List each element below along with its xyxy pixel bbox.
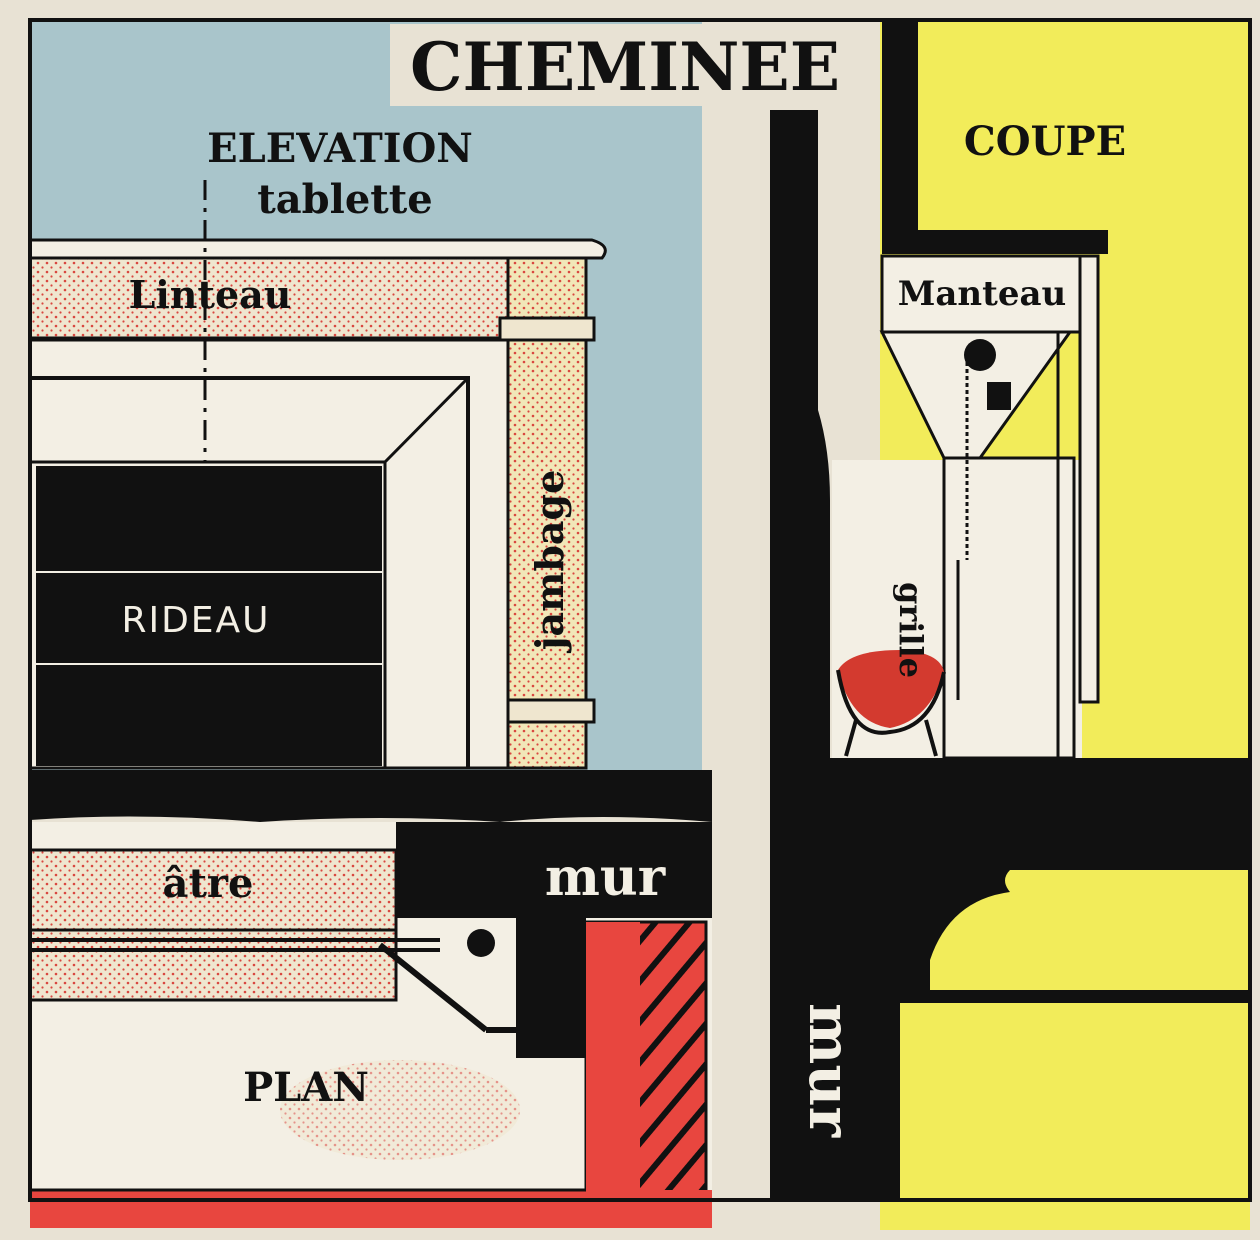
coupe-heading: COUPE [964,118,1126,165]
coupe-floor-slab [830,758,1250,838]
coupe-view [830,20,1250,1230]
coupe-jamb [1078,254,1100,704]
manteau-box [880,254,1094,334]
floor-band [30,770,712,822]
plan-wall-block [396,822,712,918]
plan-wall-return [516,918,586,1058]
grille-leg [844,719,858,757]
elevation-view [28,20,702,772]
grille-label: grille [892,582,930,678]
pulley-dot [467,929,495,957]
grille-basket [836,669,946,735]
back-wall-edge [30,460,387,768]
pulley-wheel [964,339,996,371]
main-title: CHEMINEE [410,28,840,106]
counterweight [987,382,1011,410]
rideau-label: RIDEAU [121,600,270,641]
tablette-shelf [28,238,607,260]
plan-red-base [30,1190,712,1228]
coupe-firebox-wall [942,456,1076,760]
linteau-band [28,256,588,340]
red-wall-section [586,922,640,1200]
grille-fire [838,650,944,728]
atre-label: âtre [163,860,254,907]
linteau-label: Linteau [129,272,292,317]
outer-frame [28,18,1252,1202]
plan-diagonal [378,942,488,1033]
title-backdrop [390,24,860,106]
manteau-label: Manteau [898,274,1066,314]
manteau-shelf [882,230,1108,254]
grille-leg [924,719,938,757]
jambage-base [498,698,596,724]
coupe-mur-label: mur [796,1003,864,1139]
perspective-line [383,376,470,464]
rideau-curtain [36,466,382,766]
jambage-label: jambage [527,470,572,654]
plan-mur-label: mur [545,847,666,908]
cornice-highlight [930,892,1250,990]
plan-view [28,822,712,1228]
chimney-wall [762,110,830,1200]
plan-heading: PLAN [243,1064,369,1111]
plan-shading [280,1060,520,1160]
atre-strip [28,848,398,932]
coupe-flue-wall [882,20,918,230]
elevation-heading: ELEVATION [207,125,473,172]
jambage-column [506,256,588,770]
tablette-label: tablette [257,176,432,223]
jambage-capital [498,316,596,342]
